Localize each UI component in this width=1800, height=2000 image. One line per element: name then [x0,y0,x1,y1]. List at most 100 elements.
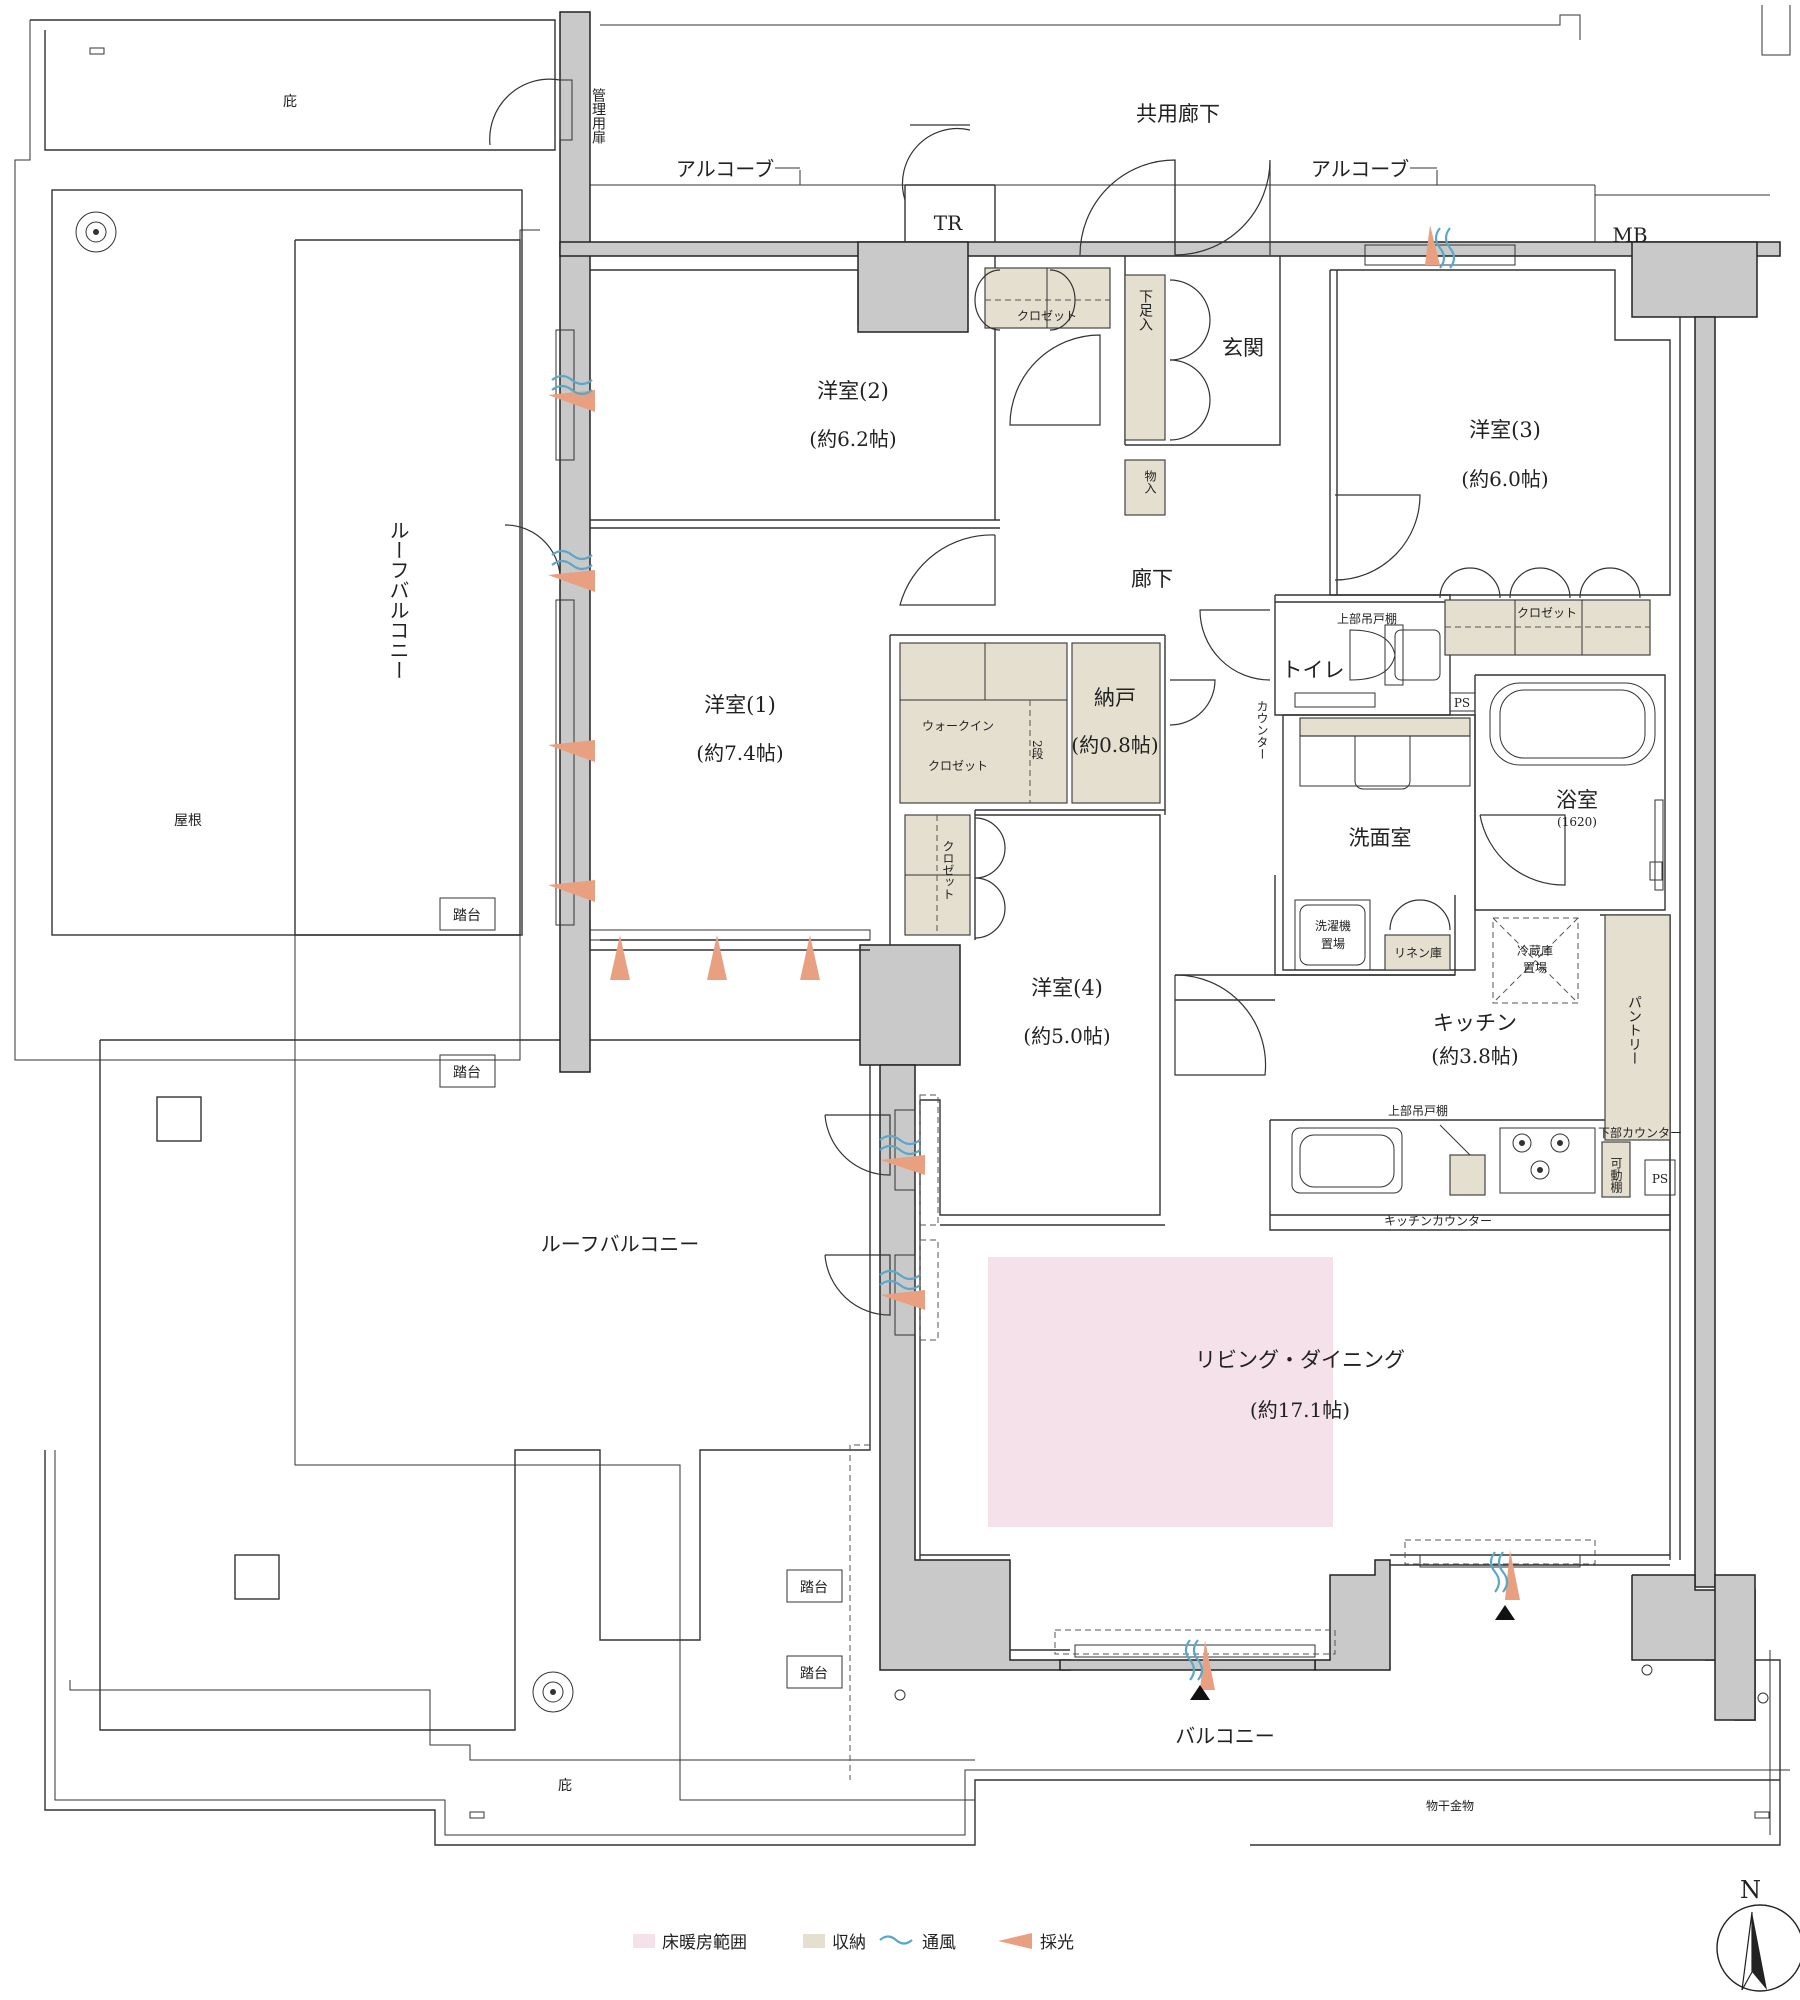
entrance-label: 玄関 [1222,336,1264,360]
step-label: 踏台 [453,1065,481,1081]
hallway-label: 廊下 [1131,567,1173,591]
linen-storage[interactable] [1384,934,1451,971]
ps-label-2: PS [1652,1172,1668,1186]
room4-name: 洋室(4) [1031,976,1103,1000]
walkin-label-1: ウォークイン [922,719,994,733]
bath-label: 浴室 [1556,788,1598,812]
closet-room3-label: クロゼット [1517,606,1577,620]
pantry-label: パントリー [1626,995,1642,1065]
legend-ventilation-icon [879,1935,913,1945]
drain-icon [532,1671,574,1713]
fridge-label-2: 置場 [1523,961,1547,975]
shoe-box-label: 下足入 [1137,289,1153,331]
drying-hardware-label: 物干金物 [1426,1798,1474,1813]
fridge-label-1: 冷蔵庫 [1517,944,1553,958]
legend-ventilation-label: 通風 [922,1933,956,1953]
daylight-icon [548,570,595,592]
fixtures [1291,624,1664,1194]
pantry[interactable] [1604,914,1671,1141]
ventilation-icon [551,384,593,396]
lower-counter-label: 下部カウンター [1598,1125,1682,1140]
room2-area: (約6.2帖) [809,427,896,451]
eaves-bottom-label: 庇 [558,1778,572,1794]
legend-heating-swatch [633,1934,655,1948]
movable-shelf[interactable] [1601,1141,1631,1198]
daylight-icon [548,880,595,902]
daylight-icon [880,1155,925,1175]
step-box [786,1569,843,1603]
north-arrow-icon: N [1716,1876,1800,1992]
upper-shelf-kitchen-label: 上部吊戸棚 [1388,1103,1448,1118]
washroom-label: 洗面室 [1349,826,1412,850]
daylight-icon [1425,225,1440,265]
daylight-icon [1200,1640,1215,1690]
step-label: 踏台 [800,1666,828,1682]
daylight-icon [880,1290,925,1310]
roof-vent-square [234,1554,280,1600]
partitions [555,79,1681,1658]
kitchen-area-label: (約3.8帖) [1431,1044,1518,1068]
legend-storage-swatch [803,1934,825,1948]
ld-name: リビング・ダイニング [1195,1348,1405,1372]
ps-label-1: PS [1454,696,1470,710]
balcony-label: バルコニー [1175,1724,1275,1748]
daylight-icon [548,740,595,762]
bathtub-fixture [1489,682,1664,891]
daylight-icon [800,935,820,980]
ventilation-icon [879,1269,921,1281]
closet-room4-label: クロゼット [941,840,955,900]
storage-small-label: 物入 [1143,470,1157,494]
roof-balcony-outlines [14,5,1791,1846]
storage-small[interactable] [1124,459,1166,516]
step-box [439,897,496,931]
eaves-top-label: 庇 [283,94,297,110]
daylight-markers [548,225,1520,1690]
movable-shelf-label: 可動棚 [1609,1157,1623,1194]
kitchen-label: キッチン [1433,1011,1517,1035]
linen-label: リネン庫 [1394,946,1442,960]
stove-icon [1499,1127,1596,1194]
daylight-icon [610,935,630,980]
floor-heating-area [988,1257,1333,1527]
mb-label: MB [1612,223,1647,247]
legend: 床暖房範囲 収納 通風 採光 [633,1933,1074,1953]
closet-room2-label: クロゼット [1017,309,1077,323]
walkin-closet[interactable] [899,642,1068,804]
roof-balcony-upper-label: ルーフバルコニー [386,520,410,680]
nando-label: 納戸 [1094,686,1136,710]
daylight-icon [707,935,727,980]
drain-icon [75,211,117,253]
ventilation-icon [1444,227,1456,269]
ventilation-icon [1184,1639,1196,1681]
room1-name: 洋室(1) [704,693,776,717]
roof-balcony-lower-label: ルーフバルコニー [541,1232,699,1256]
ventilation-icon [551,374,593,386]
legend-daylight-label: 採光 [1040,1933,1074,1953]
room3-area: (約6.0帖) [1461,467,1548,491]
ventilation-icon [1489,1551,1501,1593]
ventilation-markers [551,227,1515,1700]
ventilation-icon [1192,1639,1204,1681]
shoe-box[interactable] [1124,274,1166,441]
ventilation-icon [879,1279,921,1291]
ventilation-icon [551,549,593,561]
alcove-left-label: アルコーブ [676,157,774,181]
counter-label: カウンター [1255,700,1269,760]
vent-grille [89,47,105,55]
washer-label-2: 置場 [1321,937,1345,951]
alcove-right-label: アルコーブ [1311,157,1409,181]
ld-area: (約17.1帖) [1250,1398,1350,1422]
ventilation-icon [1434,227,1446,269]
entrance-marker-icon [1190,1685,1210,1700]
walkin-label-2: クロゼット [928,759,988,773]
legend-daylight-icon [998,1933,1032,1949]
roof-vent-square [156,1096,202,1142]
ventilation-icon [879,1134,921,1146]
vent-grille [1754,1811,1770,1819]
room3-name: 洋室(3) [1469,418,1541,442]
ventilation-icon [879,1144,921,1156]
nando[interactable] [1071,642,1161,804]
daylight-icon [1505,1550,1520,1600]
kitchen-counter-label: キッチンカウンター [1384,1214,1492,1228]
